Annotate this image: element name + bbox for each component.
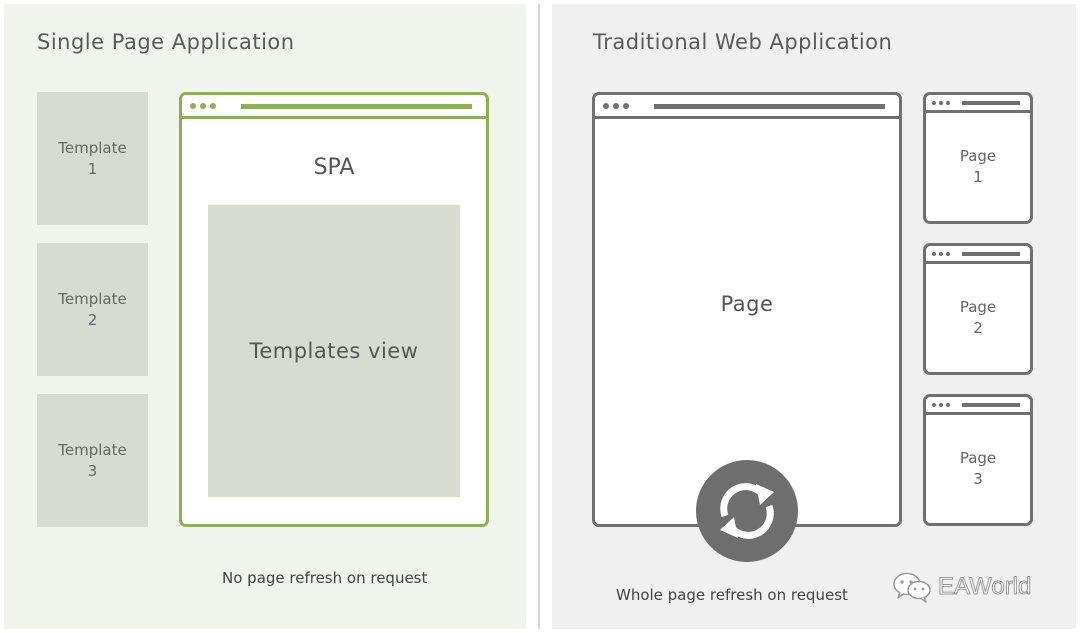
page-3-label: Page 3 — [926, 415, 1030, 523]
template-box-1: Template 1 — [37, 92, 148, 225]
watermark: EAWorld — [892, 570, 1032, 604]
template-box-2: Template 2 — [37, 243, 148, 376]
window-dot-icon — [946, 403, 950, 407]
templates-view-label: Templates view — [249, 339, 419, 363]
address-bar — [241, 104, 472, 109]
traditional-caption: Whole page refresh on request — [616, 586, 848, 604]
page-1-browser-window: Page 1 — [923, 92, 1033, 224]
window-dot-icon — [932, 252, 936, 256]
window-dot-icon — [939, 101, 943, 105]
browser-title-bar — [926, 397, 1030, 415]
refresh-icon — [696, 460, 798, 562]
templates-view: Templates view — [208, 205, 460, 497]
address-bar — [962, 252, 1020, 256]
page-number-label: Page 1 — [959, 147, 997, 186]
window-dot-icon — [946, 101, 950, 105]
page-browser-window: Page — [592, 92, 902, 527]
wechat-icon — [893, 572, 931, 603]
page-3-browser-window: Page 3 — [923, 394, 1033, 526]
address-bar — [962, 101, 1020, 105]
window-dot-icon — [932, 101, 936, 105]
spa-caption: No page refresh on request — [222, 569, 428, 587]
window-dot-icon — [200, 103, 206, 109]
page-label: Page — [720, 292, 774, 316]
spa-browser-window: SPA Templates view — [179, 92, 489, 527]
refresh-arrows-icon — [720, 483, 774, 539]
page-2-label: Page 2 — [926, 264, 1030, 372]
panel-divider — [538, 4, 540, 629]
browser-title-bar — [926, 95, 1030, 113]
address-bar — [654, 104, 885, 109]
template-label: Template 1 — [58, 138, 127, 178]
window-dot-icon — [623, 103, 629, 109]
template-box-3: Template 3 — [37, 394, 148, 527]
page-number-label: Page 2 — [959, 298, 997, 337]
template-label: Template 3 — [58, 440, 127, 480]
browser-title-bar — [182, 95, 486, 119]
browser-title-bar — [926, 246, 1030, 264]
window-dot-icon — [190, 103, 196, 109]
watermark-text: EAWorld — [937, 573, 1032, 601]
window-dot-icon — [939, 252, 943, 256]
window-dot-icon — [932, 403, 936, 407]
page-2-browser-window: Page 2 — [923, 243, 1033, 375]
address-bar — [962, 403, 1020, 407]
window-dot-icon — [946, 252, 950, 256]
window-dot-icon — [210, 103, 216, 109]
window-dot-icon — [939, 403, 943, 407]
spa-title: Single Page Application — [37, 30, 295, 54]
page-number-label: Page 3 — [959, 449, 997, 488]
window-dot-icon — [613, 103, 619, 109]
browser-title-bar — [595, 95, 899, 119]
spa-label: SPA — [313, 155, 355, 180]
window-dot-icon — [603, 103, 609, 109]
page-1-label: Page 1 — [926, 113, 1030, 221]
traditional-title: Traditional Web Application — [593, 30, 893, 54]
template-label: Template 2 — [58, 289, 127, 329]
